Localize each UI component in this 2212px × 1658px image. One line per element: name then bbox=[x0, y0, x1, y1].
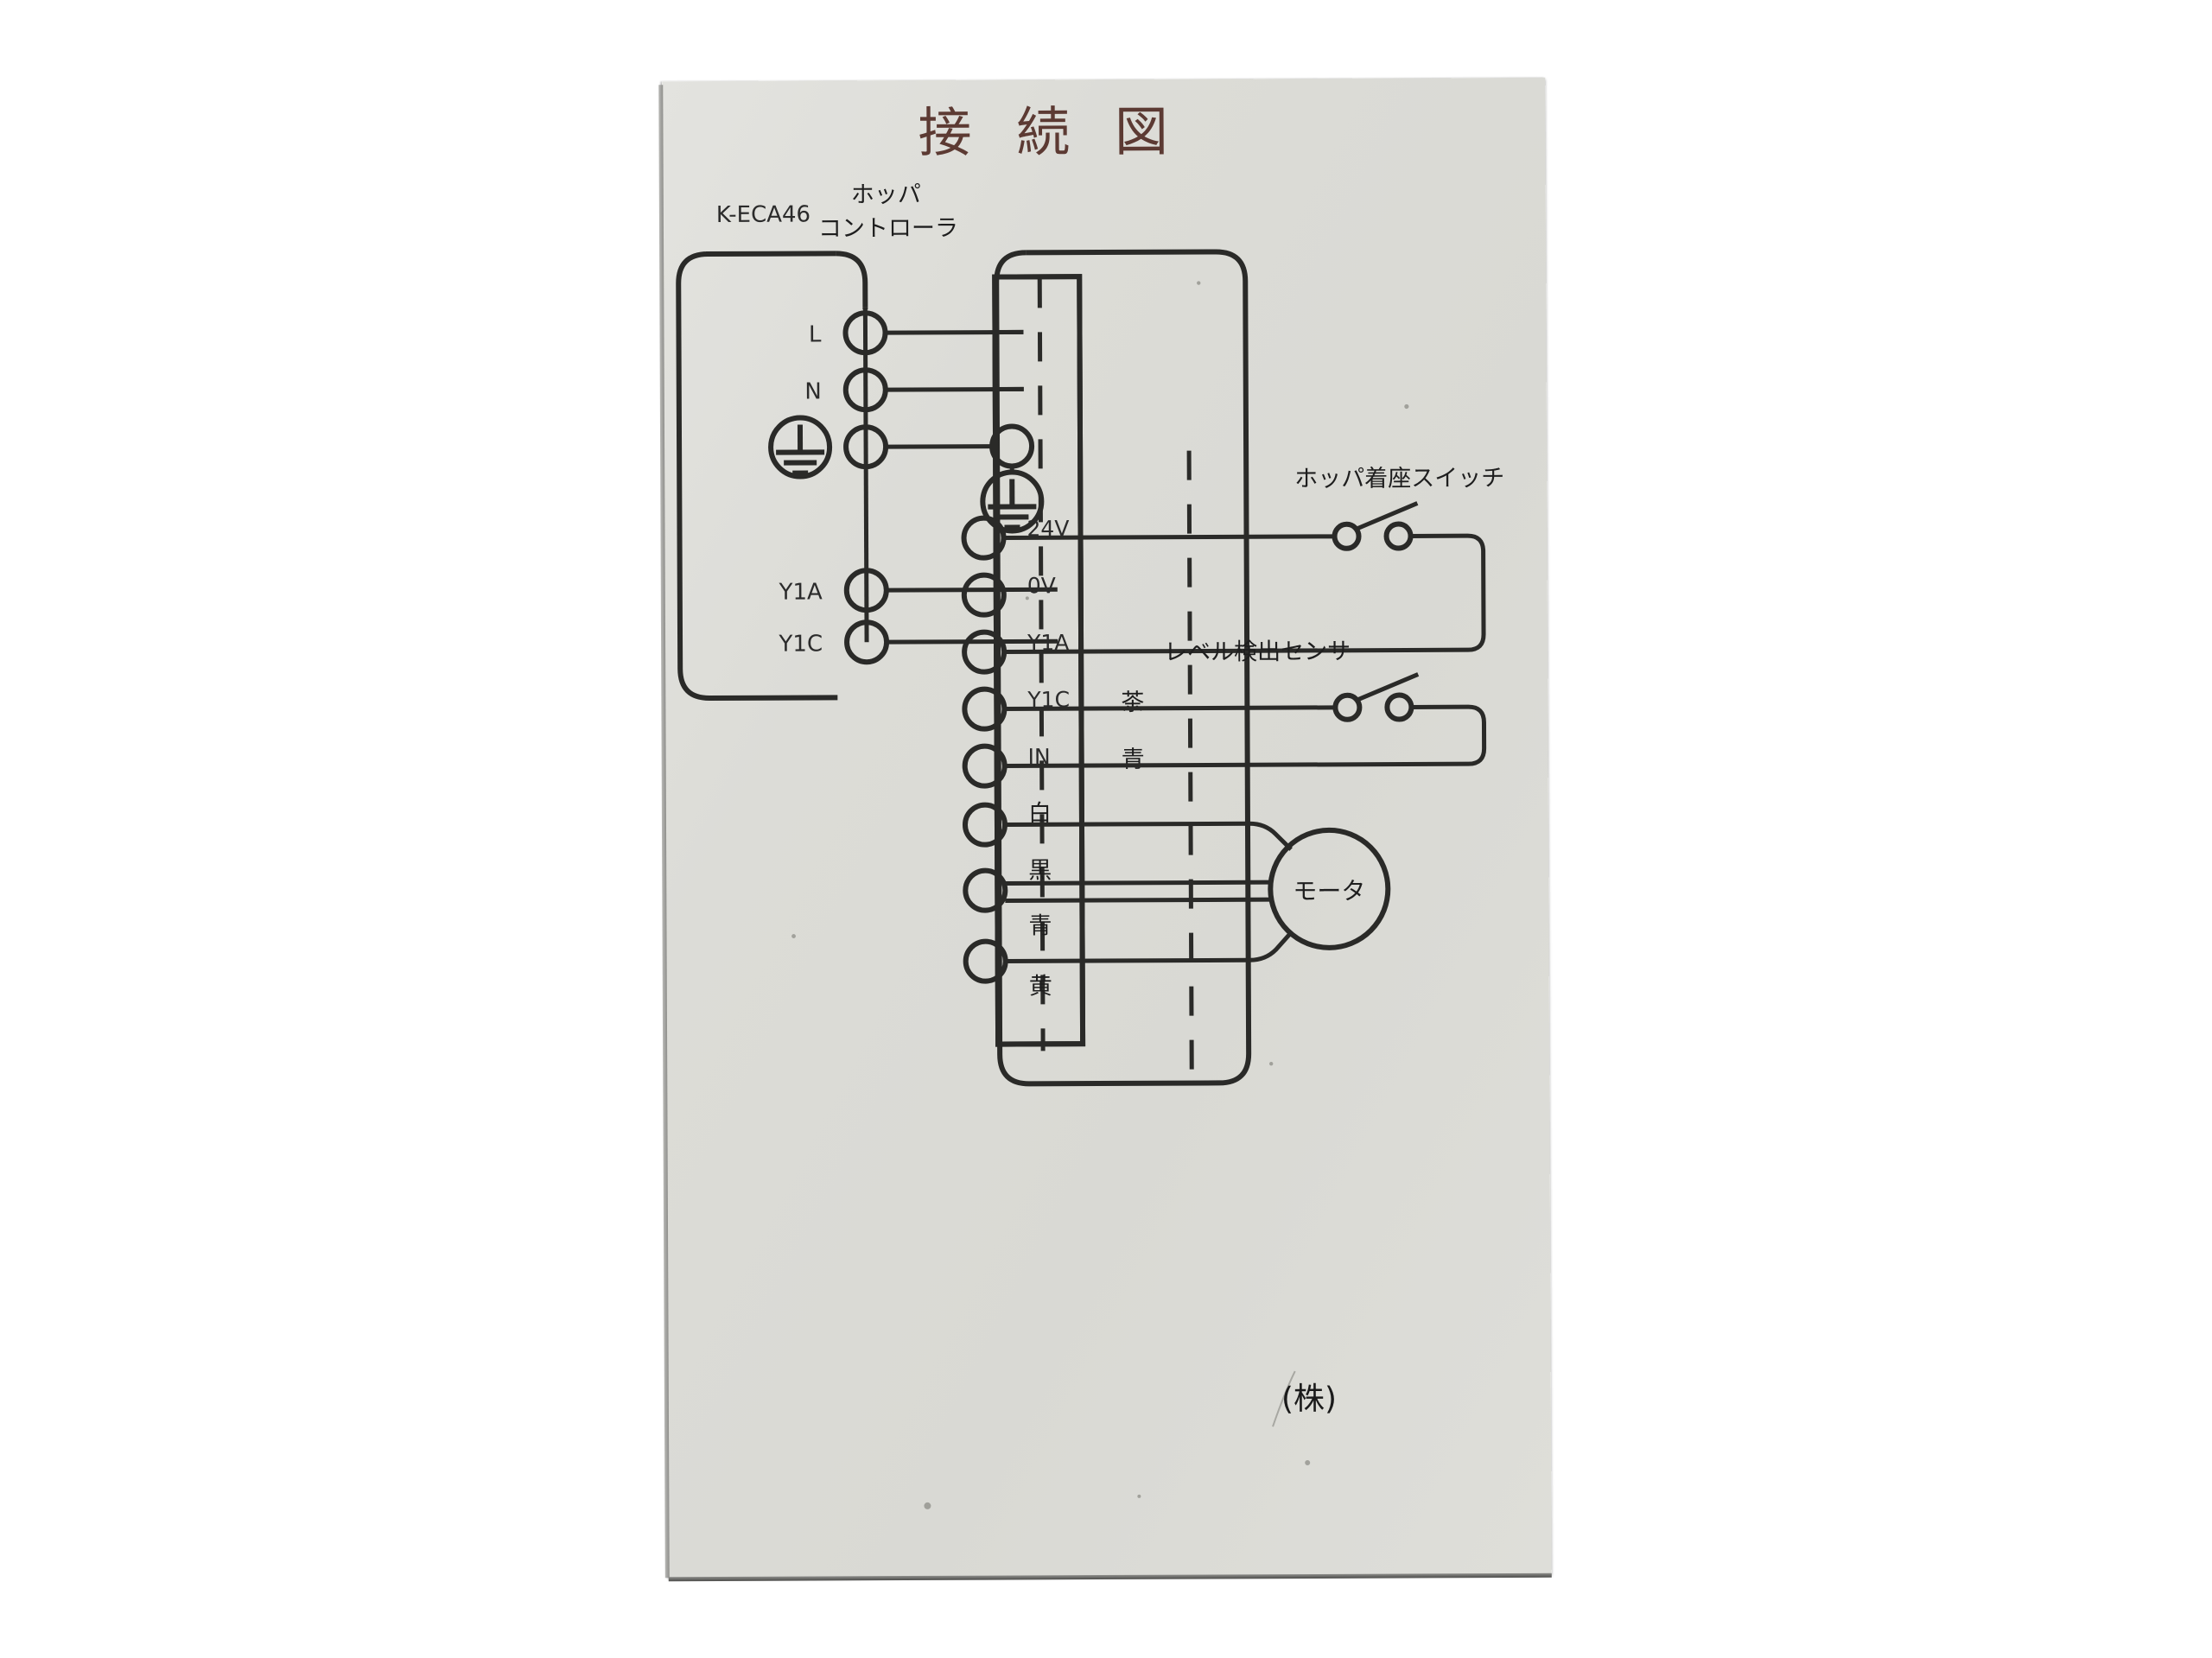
controller-name-line1: ホッパ bbox=[851, 181, 921, 208]
left-unit-name: K-ECA46 bbox=[716, 201, 810, 227]
terminal-left-Y1A bbox=[843, 568, 889, 613]
wire-black-to-motor bbox=[1005, 880, 1271, 886]
hopper-seat-switch-label: ホッパ着座スイッチ bbox=[1294, 465, 1504, 492]
terminal-black bbox=[963, 867, 1008, 913]
terminal-0V-label: 0V bbox=[1027, 573, 1056, 598]
controller-inner-dashed-line bbox=[1037, 278, 1046, 1051]
level-detect-sensor-label: レベル検出センサ bbox=[1164, 638, 1351, 666]
terminal-white bbox=[962, 802, 1007, 848]
terminal-0V bbox=[961, 572, 1007, 618]
wiring-diagram: 接 続 図 K-ECA46 ホッパ コントローラ L N bbox=[662, 78, 1552, 1578]
terminal-label-dashed-line bbox=[1186, 450, 1194, 1089]
motor-label: モータ bbox=[1293, 877, 1365, 905]
terminal-24V bbox=[961, 515, 1007, 561]
hopper-seat-switch bbox=[1332, 501, 1419, 551]
level-detect-sensor bbox=[1332, 672, 1420, 722]
wire-color-black: 黒 bbox=[1028, 857, 1052, 884]
wire-blue-to-motor bbox=[1005, 897, 1271, 904]
corporate-mark: (株) bbox=[1281, 1382, 1337, 1417]
motor-symbol: モータ bbox=[1268, 827, 1391, 950]
wire-color-IN: 青 bbox=[1122, 746, 1145, 773]
page-title: 接 続 図 bbox=[918, 100, 1182, 164]
wire-Y1C-to-level-sensor bbox=[1004, 705, 1336, 712]
wire-color-Y1C: 茶 bbox=[1121, 689, 1144, 716]
wire-seat-switch-to-Y1A bbox=[1004, 533, 1486, 655]
terminal-strip bbox=[992, 274, 1086, 1047]
earth-icon-left bbox=[768, 415, 833, 480]
surface-speckles bbox=[791, 281, 1409, 1509]
terminal-Y1C bbox=[962, 686, 1007, 732]
terminal-left-Y1A-label: Y1A bbox=[779, 579, 823, 605]
terminal-Y1A bbox=[962, 629, 1007, 675]
terminal-left-N-label: N bbox=[804, 378, 822, 404]
wire-yellow-to-motor bbox=[1005, 931, 1294, 964]
wire-level-sensor-to-IN bbox=[1004, 704, 1487, 769]
left-unit-enclosure bbox=[676, 251, 838, 702]
wire-white-to-motor bbox=[1004, 821, 1293, 851]
terminal-left-L-label: L bbox=[809, 321, 822, 347]
terminal-left-Y1C-label: Y1C bbox=[778, 631, 823, 657]
wire-color-yellow: 黄 bbox=[1029, 973, 1052, 1000]
controller-name-line2: コントローラ bbox=[818, 215, 958, 243]
wire-color-blue-motor: 青 bbox=[1028, 912, 1052, 939]
wire-24V-to-seat-switch bbox=[1003, 534, 1335, 541]
